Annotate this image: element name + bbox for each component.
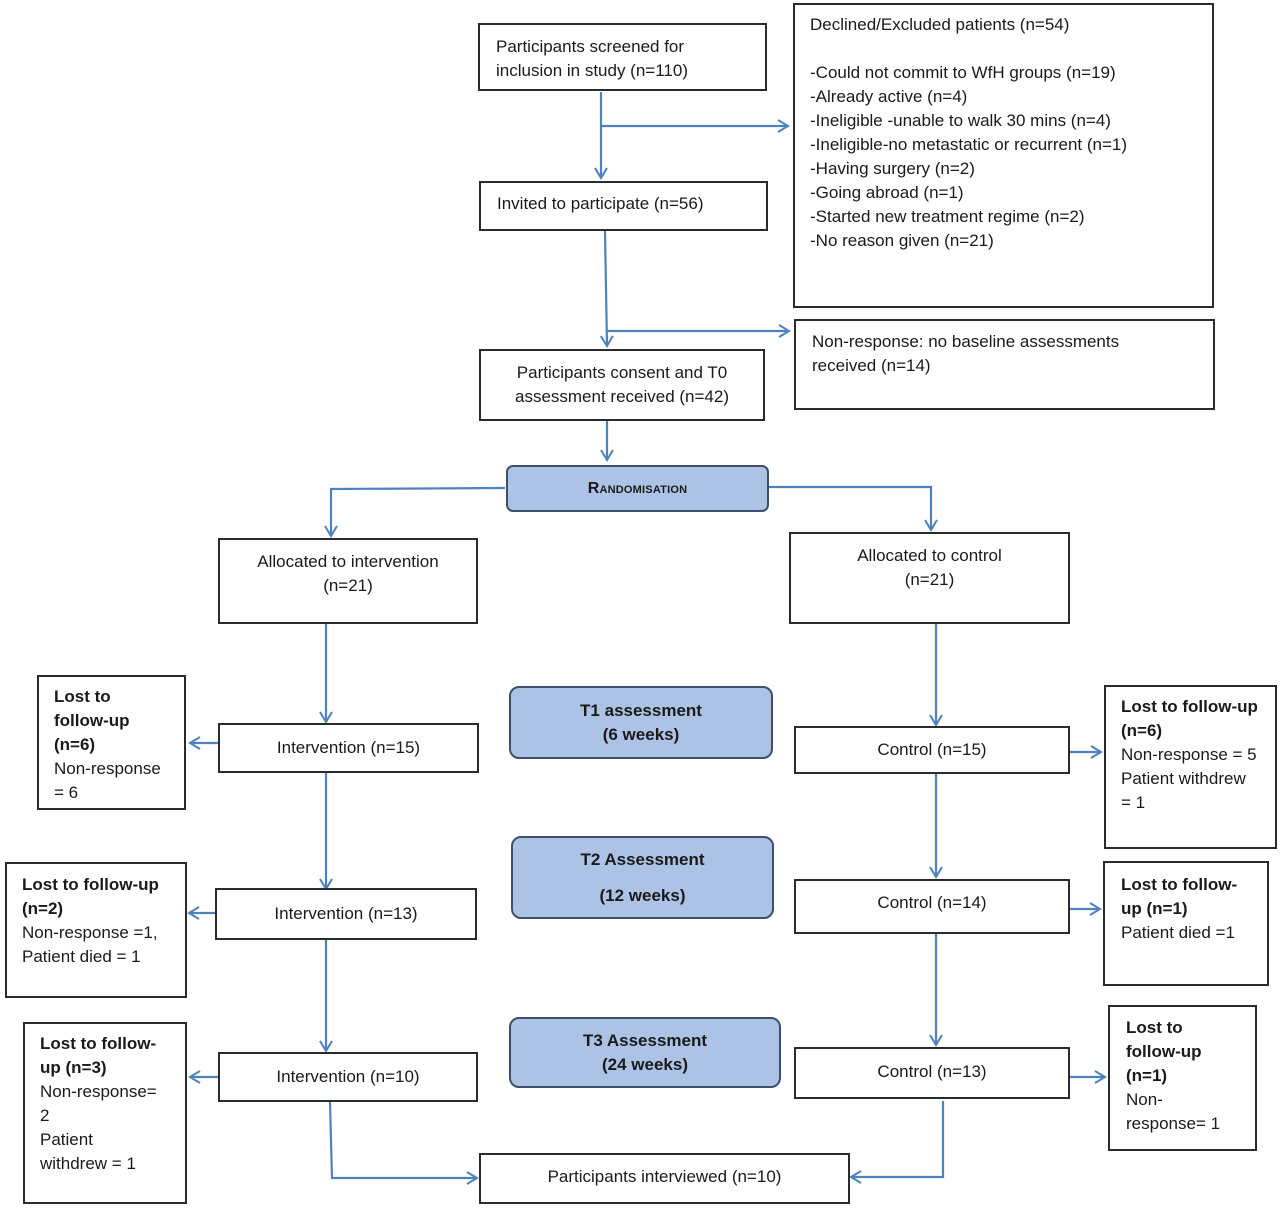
lost-followup-control-t3: Lost to follow-up (n=1) Non- response= 1 [1108,1005,1257,1151]
allocated-control-line2: (n=21) [904,570,955,589]
lost-followup-intervention-t2: Lost to follow-up (n=2) Non-response =1,… [5,862,187,998]
lost-heading: Lost to follow-up [22,875,159,894]
lost-reason: Non-response= [40,1082,157,1101]
lost-reason: response= 1 [1126,1114,1221,1133]
lost-reason: 2 [40,1106,50,1125]
interviewed-box: Participants interviewed (n=10) [479,1153,850,1204]
lost-heading: Lost to [1126,1018,1183,1037]
control-box: Control (n=15) [794,726,1070,774]
control-label: Control (n=15) [877,740,987,759]
t3-line1: T3 Assessment [582,1030,708,1050]
control-label: Control (n=13) [877,1062,987,1081]
control-box: Control (n=14) [794,879,1070,934]
excluded-item: -Started new treatment regime (n=2) [810,207,1085,226]
intervention-label: Intervention (n=10) [276,1067,420,1086]
nonresponse-line2: received (n=14) [812,356,931,375]
lost-reason: withdrew = 1 [40,1154,136,1173]
t2-line1: T2 Assessment [580,849,705,869]
consent-line1: Participants consent and T0 [516,363,728,382]
t3-line2: (24 weeks) [602,1054,688,1074]
allocated-intervention-line2: (n=21) [323,576,373,595]
t1-assessment-box: T1 assessment (6 weeks) [509,686,773,759]
control-box: Control (n=13) [794,1047,1070,1099]
lost-heading: Lost to follow- [1121,875,1238,894]
lost-heading: Lost to [54,687,111,706]
t1-line2: (6 weeks) [602,724,680,744]
lost-reason: Patient withdrew [1121,769,1246,788]
lost-count: (n=6) [54,735,96,754]
intervention-box: Intervention (n=15) [218,723,479,773]
lost-reason: Non- [1126,1090,1163,1109]
control-label: Control (n=14) [877,893,987,912]
excluded-item: -No reason given (n=21) [810,231,994,250]
interviewed-label: Participants interviewed (n=10) [547,1167,782,1186]
invited-label: Invited to participate (n=56) [497,194,704,213]
excluded-item: -Ineligible-no metastatic or recurrent (… [810,135,1127,154]
t3-assessment-box: T3 Assessment (24 weeks) [509,1017,781,1088]
lost-reason: Non-response =1, [22,923,158,942]
lost-heading: Lost to follow-up [1121,697,1258,716]
allocated-intervention-line1: Allocated to intervention [257,552,439,571]
intervention-label: Intervention (n=13) [274,904,418,923]
screened-line1: Participants screened for [496,37,685,56]
excluded-item: -Ineligible -unable to walk 30 mins (n=4… [810,111,1111,130]
lost-heading: follow-up [1126,1042,1202,1061]
lost-followup-control-t2: Lost to follow- up (n=1) Patient died =1 [1103,861,1269,986]
lost-reason: Non-response [54,759,161,778]
invited-box: Invited to participate (n=56) [479,181,768,231]
lost-reason: Patient [40,1130,93,1149]
intervention-box: Intervention (n=10) [218,1052,478,1102]
lost-reason: = 6 [54,783,79,802]
lost-heading: Lost to follow- [40,1034,157,1053]
lost-followup-intervention-t3: Lost to follow- up (n=3) Non-response= 2… [23,1022,187,1204]
intervention-label: Intervention (n=15) [276,738,421,757]
intervention-box: Intervention (n=13) [215,888,477,940]
nonresponse-box: Non-response: no baseline assessments re… [794,319,1215,410]
excluded-item: -Going abroad (n=1) [810,183,964,202]
lost-reason: Patient died =1 [1121,923,1235,942]
screened-line2: inclusion in study (n=110) [496,61,688,80]
nonresponse-line1: Non-response: no baseline assessments [812,332,1120,351]
allocated-control-box: Allocated to control (n=21) [789,532,1070,624]
excluded-box: Declined/Excluded patients (n=54) -Could… [793,3,1214,308]
t2-assessment-box: T2 Assessment (12 weeks) [511,836,774,919]
excluded-title: Declined/Excluded patients (n=54) [810,15,1070,34]
consent-line2: assessment received (n=42) [514,387,730,406]
excluded-item: -Could not commit to WfH groups (n=19) [810,63,1116,82]
lost-reason: Non-response = 5 [1121,745,1257,764]
consent-box: Participants consent and T0 assessment r… [479,349,765,421]
lost-reason: Patient died = 1 [22,947,141,966]
t2-line2: (12 weeks) [599,885,686,905]
lost-followup-control-t1: Lost to follow-up (n=6) Non-response = 5… [1104,685,1277,849]
lost-followup-intervention-t1: Lost to follow-up (n=6) Non-response = 6 [37,675,186,810]
lost-count: up (n=3) [40,1058,107,1077]
randomisation-label: Randomisation [587,479,688,497]
lost-count: up (n=1) [1121,899,1188,918]
t1-line1: T1 assessment [580,700,702,720]
lost-count: (n=6) [1121,721,1163,740]
excluded-item: -Already active (n=4) [810,87,968,106]
allocated-control-line1: Allocated to control [857,546,1002,565]
lost-heading: follow-up [54,711,130,730]
randomisation-box: Randomisation [506,465,769,512]
screened-box: Participants screened for inclusion in s… [478,23,767,91]
allocated-intervention-box: Allocated to intervention (n=21) [218,538,478,624]
lost-count: (n=2) [22,899,64,918]
lost-reason: = 1 [1121,793,1146,812]
excluded-item: -Having surgery (n=2) [810,159,975,178]
lost-count: (n=1) [1126,1066,1168,1085]
